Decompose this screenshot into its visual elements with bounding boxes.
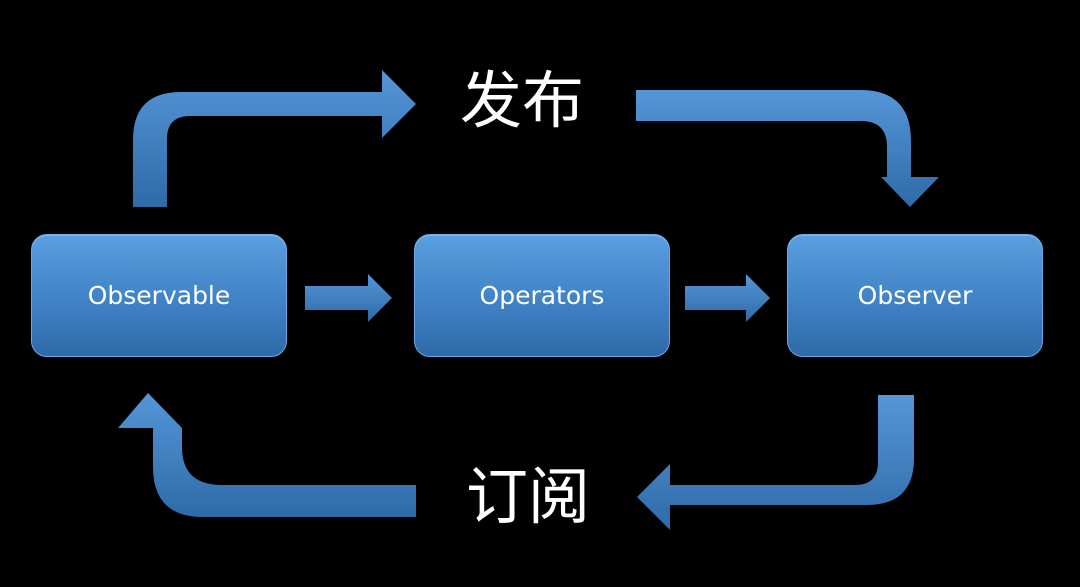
operators-node: Operators — [414, 234, 670, 357]
arrow-observable-to-operators — [305, 274, 392, 322]
publish-arrow-right — [636, 90, 939, 207]
publish-label: 发布 — [460, 64, 585, 137]
observer-label: Observer — [857, 281, 973, 310]
subscribe-label: 订阅 — [466, 460, 591, 533]
publish-arrow-left — [133, 70, 416, 207]
subscribe-arrow-right — [637, 395, 914, 530]
subscribe-arrow-left — [118, 393, 416, 517]
observable-label: Observable — [87, 281, 231, 310]
observable-node: Observable — [31, 234, 287, 357]
arrow-operators-to-observer — [685, 274, 770, 322]
observer-node: Observer — [787, 234, 1043, 357]
operators-label: Operators — [479, 281, 605, 310]
